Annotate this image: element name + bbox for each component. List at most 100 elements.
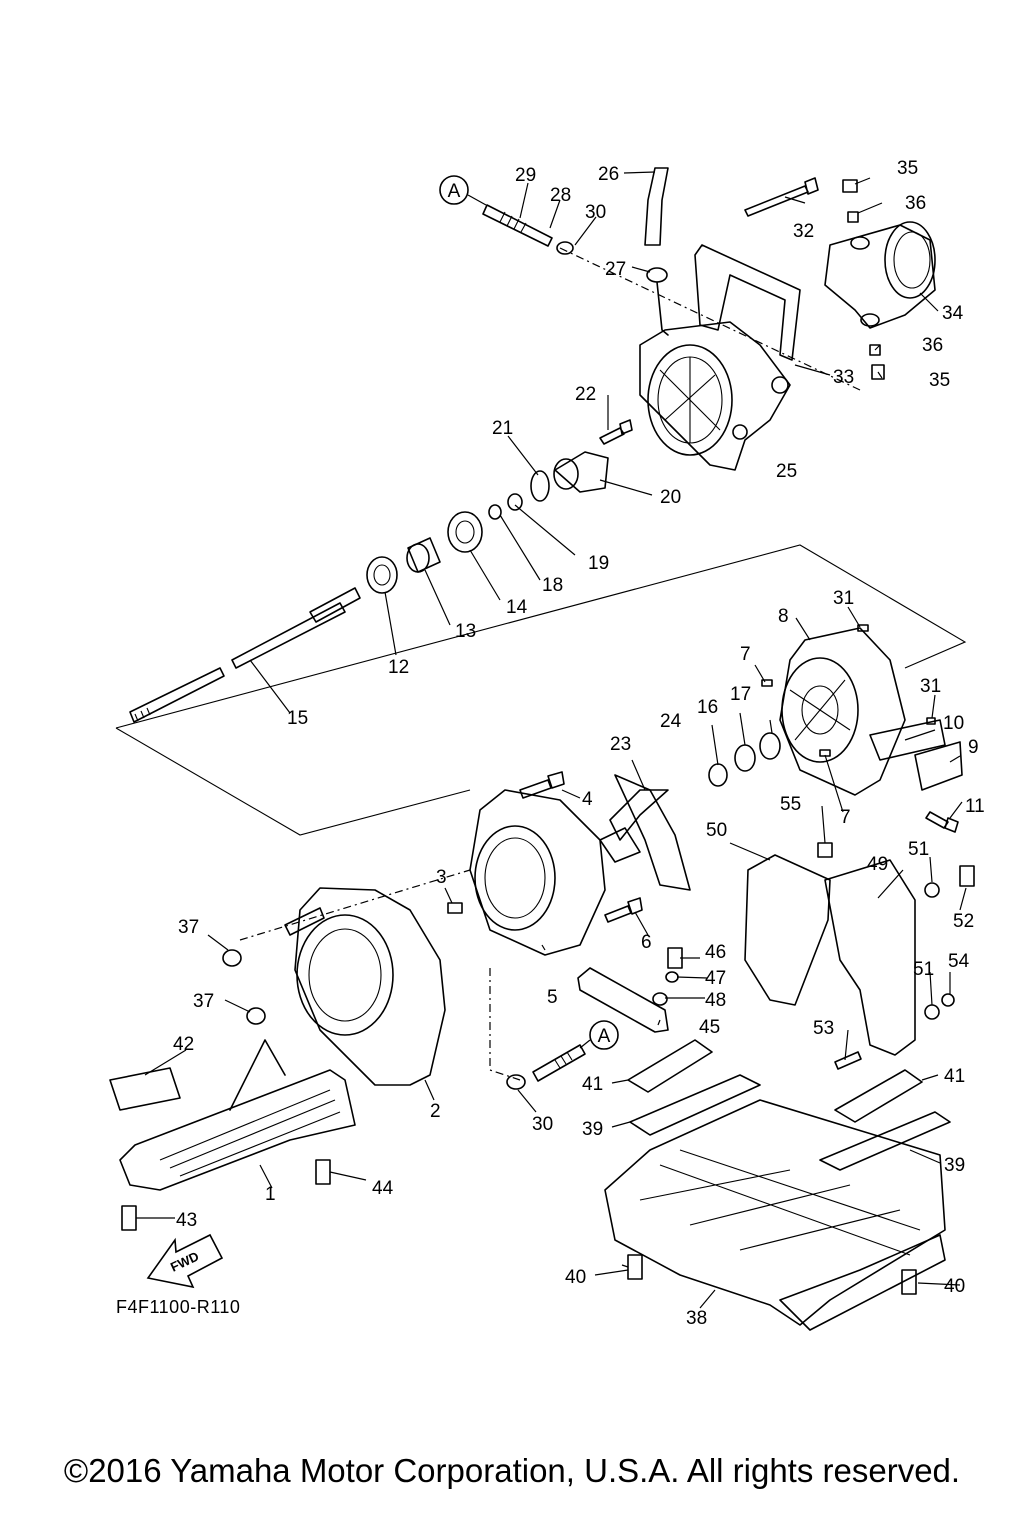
callout-5: 5 <box>547 987 558 1008</box>
callout-7-lower: 7 <box>840 807 851 828</box>
part-45-bracket <box>577 967 669 1033</box>
callout-32: 32 <box>793 221 814 242</box>
reference-marker-a-upper: A <box>439 175 487 206</box>
part-9-10-plate <box>869 719 963 791</box>
callout-39-right: 39 <box>944 1155 965 1176</box>
callout-18: 18 <box>542 575 563 596</box>
part-39-plate-left <box>629 1074 761 1136</box>
part-8-impeller-housing <box>779 627 906 796</box>
part-32-bolt <box>744 177 819 217</box>
part-53-bolt <box>834 1051 862 1070</box>
part-6-bolt <box>604 897 643 923</box>
part-39-plate-right <box>819 1111 951 1171</box>
callout-52: 52 <box>953 911 974 932</box>
callout-14: 14 <box>506 597 528 618</box>
callout-2: 2 <box>430 1101 441 1122</box>
reference-a-lower-label: A <box>598 1026 611 1047</box>
callout-15: 15 <box>287 708 308 729</box>
part-3-pin <box>447 902 463 914</box>
callout-20: 20 <box>660 487 681 508</box>
fwd-arrow-icon: FWD <box>146 1233 224 1289</box>
callout-35-lower: 35 <box>929 370 950 391</box>
part-33-plate <box>694 244 801 361</box>
callout-33: 33 <box>833 367 854 388</box>
part-7-pin-upper <box>761 679 773 687</box>
callout-17: 17 <box>730 684 751 705</box>
callout-41-right: 41 <box>944 1066 965 1087</box>
figure-code: F4F1100-R110 <box>116 1297 241 1317</box>
callout-40-left: 40 <box>565 1267 586 1288</box>
part-47-washer <box>665 971 679 983</box>
part-21-o-ring <box>530 470 550 502</box>
callout-22: 22 <box>575 384 596 405</box>
callout-19: 19 <box>588 553 609 574</box>
part-30-clamp-lower <box>506 1074 526 1090</box>
callout-30-lower: 30 <box>532 1114 553 1135</box>
part-54-nut <box>941 993 955 1007</box>
callout-41-left: 41 <box>582 1074 603 1095</box>
center-line-lower <box>239 869 521 1081</box>
callout-54: 54 <box>948 951 970 972</box>
callout-1: 1 <box>265 1184 276 1205</box>
part-35-36-fasteners <box>842 179 885 380</box>
part-5-pump-housing <box>469 789 606 956</box>
part-37-nut-lower <box>246 1007 266 1025</box>
part-55-bolt <box>817 842 833 858</box>
callout-23: 23 <box>610 734 631 755</box>
part-14-bearing <box>447 511 483 553</box>
part-49-plate <box>824 859 916 1056</box>
callout-11: 11 <box>965 796 985 817</box>
callout-29: 29 <box>515 165 536 186</box>
part-44-bolt <box>315 1159 331 1185</box>
callout-42: 42 <box>173 1034 194 1055</box>
part-11-bolt <box>925 811 959 833</box>
callout-51-lower: 51 <box>913 959 934 980</box>
part-48-washer <box>652 992 668 1006</box>
part-46-bolt <box>667 947 683 969</box>
part-31-pin-lower <box>926 717 936 725</box>
callout-7-upper: 7 <box>740 644 751 665</box>
part-17-ring <box>759 732 781 760</box>
part-20-cap <box>553 451 609 493</box>
callout-44: 44 <box>372 1178 394 1199</box>
callout-10: 10 <box>943 713 964 734</box>
callout-48: 48 <box>705 990 726 1011</box>
callout-labels: 1 2 3 4 5 6 7 7 8 9 10 11 12 13 14 15 16… <box>173 158 985 1329</box>
part-34-nozzle <box>824 221 936 329</box>
part-51-collar-upper <box>924 882 940 898</box>
callout-39-left: 39 <box>582 1119 603 1140</box>
callout-43: 43 <box>176 1210 197 1231</box>
callout-31-upper: 31 <box>833 588 854 609</box>
part-50-plate <box>744 854 831 1006</box>
callout-37-upper: 37 <box>178 917 199 938</box>
callout-21: 21 <box>492 418 513 439</box>
part-37-nut-upper <box>222 949 242 967</box>
part-12-bearing <box>366 556 398 594</box>
part-43-bolt <box>121 1205 137 1231</box>
callout-8: 8 <box>778 606 789 627</box>
part-30-clamp-upper <box>556 241 574 255</box>
assembly-outline <box>115 544 967 836</box>
part-38-ride-plate <box>604 1099 946 1331</box>
callout-51-upper: 51 <box>908 839 929 860</box>
callout-26: 26 <box>598 164 619 185</box>
callout-55: 55 <box>780 794 801 815</box>
part-13-sleeve <box>406 537 441 573</box>
part-31-pin-upper <box>857 624 869 632</box>
part-25-duct <box>639 321 791 471</box>
part-16-ring <box>734 744 756 772</box>
callout-45: 45 <box>699 1017 720 1038</box>
reference-marker-a-lower: A <box>579 1020 619 1050</box>
part-40-bolt-left <box>627 1254 643 1280</box>
callout-9: 9 <box>968 737 979 758</box>
part-18-washer <box>488 504 502 520</box>
callout-36-upper: 36 <box>905 193 926 214</box>
callout-24: 24 <box>660 711 682 732</box>
callout-37-lower: 37 <box>193 991 214 1012</box>
callout-36-lower: 36 <box>922 335 943 356</box>
part-28-shaft <box>482 204 553 247</box>
part-24-washer <box>708 763 728 787</box>
callout-40-right: 40 <box>944 1276 965 1297</box>
copyright-notice: ©2016 Yamaha Motor Corporation, U.S.A. A… <box>63 1452 961 1489</box>
